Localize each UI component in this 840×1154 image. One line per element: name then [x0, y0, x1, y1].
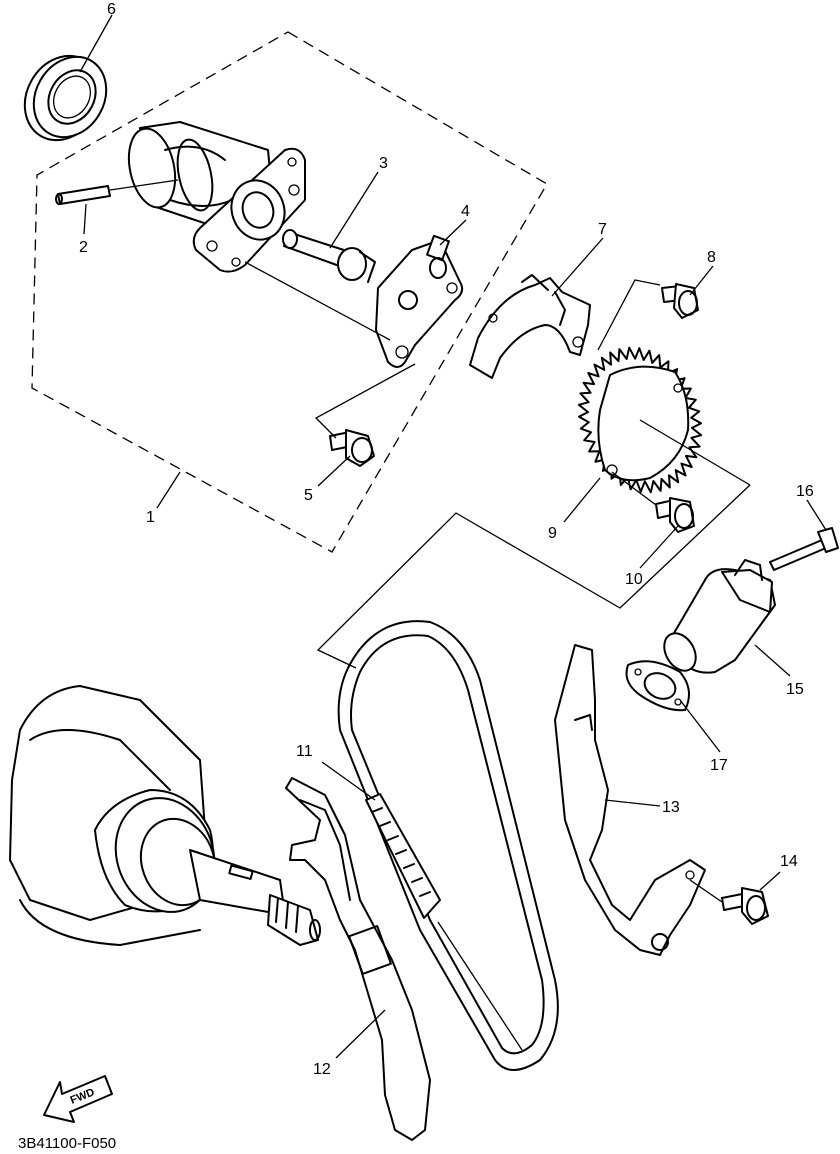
cam-chain [337, 620, 559, 1071]
crankshaft [9, 685, 321, 946]
callout-1: 1 [146, 509, 155, 526]
callout-6: 6 [107, 1, 116, 18]
callout-7: 7 [598, 221, 607, 238]
gasket-part-17 [625, 660, 690, 712]
fwd-arrow-icon: FWD [43, 1075, 113, 1123]
bolt-part-8 [661, 283, 699, 319]
chain-guide-part-7 [469, 274, 591, 379]
chain-guide-part-11 [365, 793, 441, 919]
callout-16: 16 [796, 483, 814, 500]
callout-8: 8 [707, 249, 716, 266]
shaft-part-3 [282, 229, 376, 283]
callout-4: 4 [461, 203, 470, 220]
callout-3: 3 [379, 155, 388, 172]
camshaft-flange [192, 147, 306, 273]
callout-12: 12 [313, 1061, 331, 1078]
chain-guide-part-12 [285, 777, 431, 1141]
assembly-boundary [31, 31, 548, 553]
callout-10: 10 [625, 571, 643, 588]
bolt-part-10 [655, 497, 695, 533]
callout-17: 17 [710, 757, 728, 774]
callout-13: 13 [662, 799, 680, 816]
bolt-part-5 [329, 429, 375, 467]
callout-5: 5 [304, 487, 313, 504]
bolt-part-16 [769, 527, 839, 571]
callout-11: 11 [296, 743, 313, 760]
tensioner-part-15 [663, 559, 776, 674]
lever-plate-part-4 [375, 234, 464, 368]
bolt-part-14 [721, 887, 769, 925]
callout-9: 9 [548, 525, 557, 542]
callout-15: 15 [786, 681, 804, 698]
bearing-part-6 [23, 54, 108, 142]
diagram-code: 3B41100-F050 [18, 1135, 116, 1152]
callout-14: 14 [780, 853, 798, 870]
pin-part-2 [55, 185, 111, 205]
tensioner-guide-part-13 [554, 644, 706, 956]
callout-2: 2 [79, 239, 88, 256]
